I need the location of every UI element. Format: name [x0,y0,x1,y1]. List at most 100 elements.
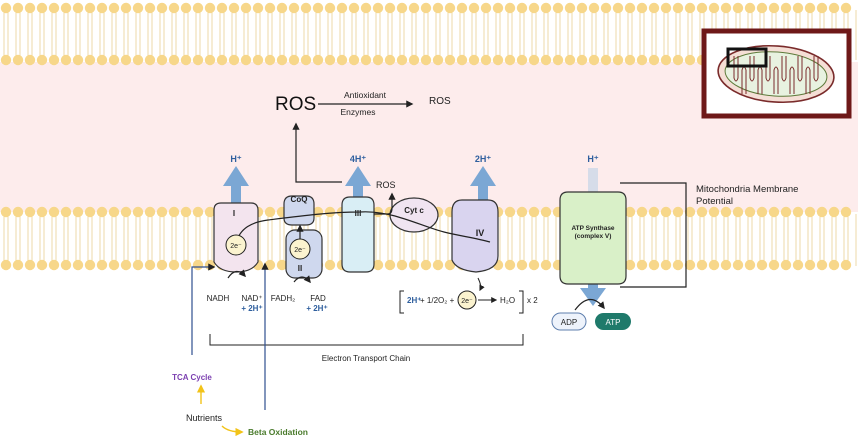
adp-pill [551,312,587,331]
lipid-head [732,2,744,14]
lipid-head [612,2,624,14]
lipid-head [660,54,672,66]
nad-2h-label: + 2H⁺ [241,304,262,313]
lipid-head [444,54,456,66]
lipid-head [60,206,72,218]
electron-path [235,211,491,244]
h-plus-label-1: H⁺ [230,154,241,164]
lipid-head [396,54,408,66]
equation-left-bracket [399,290,404,314]
lipid-head [516,2,528,14]
lipid-head [168,259,180,271]
mitochondrion-matrix [724,51,828,97]
complex-IV-label: IV [476,228,485,238]
lipid-head [564,54,576,66]
lipid-head [672,259,684,271]
lipid-head [60,2,72,14]
fadh2-arrow [293,275,311,284]
lipid-head [0,2,12,14]
lipid-head [228,2,240,14]
lipid-head [24,54,36,66]
lipid-head [168,54,180,66]
lipid-head [732,259,744,271]
lipid-head [768,206,780,218]
lipid-head [600,54,612,66]
lipid-head [336,2,348,14]
lipid-head [624,206,636,218]
lipid-head [672,2,684,14]
lipid-head [384,2,396,14]
crista-fold [797,56,803,82]
lipid-head [204,2,216,14]
lipid-head [456,54,468,66]
lipid-head [696,2,708,14]
crista-fold [813,56,819,82]
lipid-head [408,2,420,14]
lipid-head [48,54,60,66]
lipid-head [792,2,804,14]
complex-I-label: I [233,209,235,218]
lipid-head [84,54,96,66]
lipid-head [828,2,840,14]
lipid-head [768,2,780,14]
lipid-head [264,259,276,271]
lipid-head [156,206,168,218]
membrane-potential-label-line1: Mitochondria Membrane [696,184,798,195]
lipid-head [780,206,792,218]
lipid-head [708,259,720,271]
lipid-head [612,54,624,66]
crista-fold [781,56,787,82]
h-plus-label-4: 2H⁺ [475,154,492,164]
lipid-head [132,2,144,14]
lipid-head [516,54,528,66]
lipid-head [264,206,276,218]
lipid-head [72,206,84,218]
lipid-head [204,54,216,66]
lipid-head [276,2,288,14]
lipid-head [84,2,96,14]
atp-pill [595,313,631,330]
lipid-head [828,206,840,218]
lipid-head [360,2,372,14]
lipid-head [756,259,768,271]
lipid-head [108,2,120,14]
electron-complex-I: 2e⁻ [225,234,247,256]
nadh-label: NADH [207,294,230,303]
atp-synthase [559,191,627,285]
lipid-head [636,54,648,66]
lipid-head [96,259,108,271]
lipid-head [324,2,336,14]
nutrients-to-beta-ox-arrow [221,425,244,437]
lipid-head [120,2,132,14]
lipid-head [36,206,48,218]
outer-membrane-heads-top [0,2,852,14]
lipid-head [180,2,192,14]
h-plus-label-5: H⁺ [587,154,598,164]
lipid-head [48,2,60,14]
lipid-head [684,54,696,66]
complex-IV [451,199,499,273]
crista-fold [773,66,779,94]
complex-III [341,196,375,273]
adp-to-atp-arrow [574,298,605,311]
lipid-head [816,206,828,218]
nad-plus-label: NAD⁺ [241,294,262,303]
lipid-head [216,2,228,14]
lipid-head [12,259,24,271]
lipid-head [48,259,60,271]
lipid-head [348,2,360,14]
tca-cycle-label: TCA Cycle [172,373,212,382]
lipid-head [576,54,588,66]
atp-synthase-label-line1: ATP Synthase [571,225,614,232]
lipid-head [240,2,252,14]
lipid-head [348,54,360,66]
lipid-head [108,54,120,66]
lipid-head [180,259,192,271]
lipid-head [300,54,312,66]
lipid-head [636,2,648,14]
lipid-head [636,259,648,271]
ros-product-label: ROS [429,96,451,107]
lipid-head [552,54,564,66]
lipid-head [732,206,744,218]
lipid-head [516,206,528,218]
